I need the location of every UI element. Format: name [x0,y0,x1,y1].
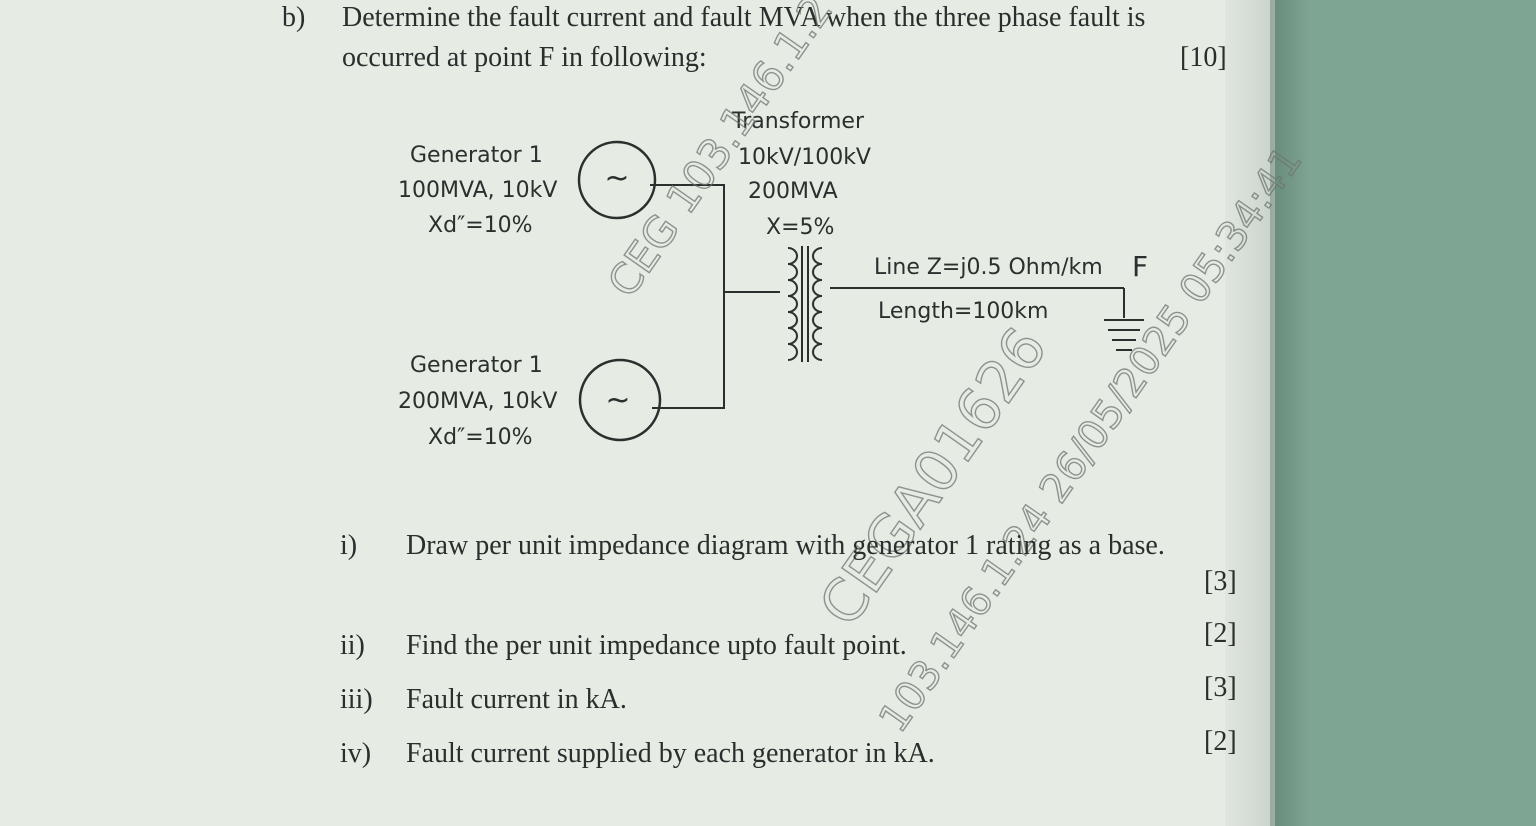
subq-3-text: Fault current in kA. [406,684,627,715]
transformer-mva: 200MVA [748,179,838,204]
exam-paper [0,0,1270,826]
watermark-line-b: CEGA01626 [806,315,1060,638]
subq-3-num: iii) [340,684,373,715]
gen1-rating: 100MVA, 10kV [398,178,557,203]
question-label: b) [282,2,306,33]
generator-1-icon [577,140,657,220]
line-impedance: Line Z=j0.5 Ohm/km [874,255,1103,280]
gen1-reactance: Xd″=10% [428,213,533,238]
generator-bus-wire [650,184,725,409]
generator-2-icon [578,358,662,442]
paper-shadow [1270,0,1310,826]
subq-2-num: ii) [340,630,365,661]
subq-4-num: iv) [340,738,372,769]
subq-1-num: i) [340,530,358,561]
generator-2-symbol: ~ [605,383,630,418]
subq-1-marks: [3] [1204,566,1237,597]
transformer-title: Transformer [731,109,865,134]
transformer-icon [787,246,823,362]
subq-4-marks: [2] [1204,726,1237,757]
line-length: Length=100km [878,299,1048,324]
gen2-rating: 200MVA, 10kV [398,389,557,414]
question-marks: [10] [1180,42,1227,73]
subq-2-marks: [2] [1204,618,1237,649]
subq-2-text: Find the per unit impedance upto fault p… [406,630,907,661]
subq-1-text: Draw per unit impedance diagram with gen… [406,530,1165,561]
gen2-reactance: Xd″=10% [428,425,533,450]
transformer-voltage: 10kV/100kV [738,145,871,170]
gen2-title: Generator 1 [410,353,543,378]
subq-3-marks: [3] [1204,672,1237,703]
subq-4-text: Fault current supplied by each generator… [406,738,935,769]
question-line-2: occurred at point F in following: [342,42,707,73]
paper-edge [1225,0,1275,826]
fault-label: F [1132,250,1148,283]
generator-1-symbol: ~ [604,161,629,196]
gen1-title: Generator 1 [410,143,543,168]
question-line-1: Determine the fault current and fault MV… [342,2,1146,33]
ground-icon [1104,319,1144,351]
transformer-reactance: X=5% [766,215,834,240]
